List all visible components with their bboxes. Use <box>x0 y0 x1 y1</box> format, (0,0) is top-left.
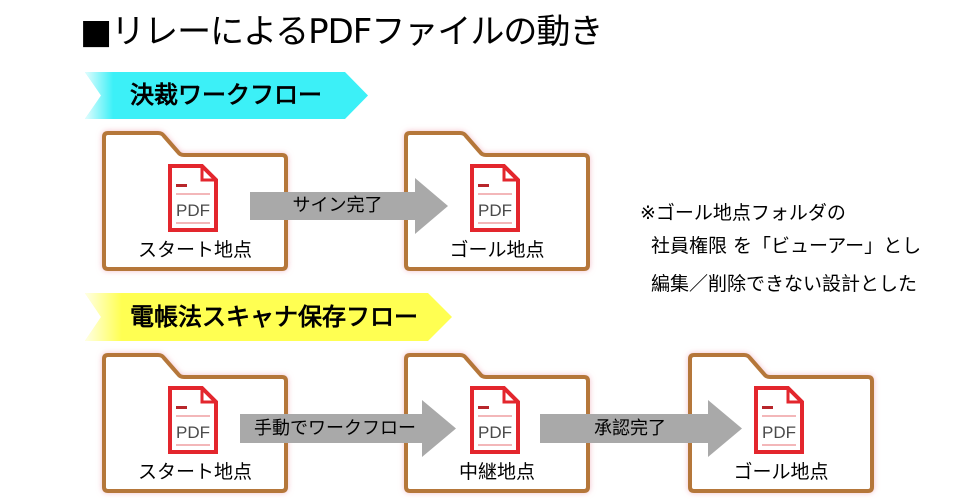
flow-banner-scanner: 電帳法スキャナ保存フロー <box>85 293 452 341</box>
pdf-file-icon: PDF <box>167 385 219 455</box>
pdf-file-icon: PDF <box>167 163 219 233</box>
pdf-file-icon: PDF <box>469 385 521 455</box>
arrow-label-approval-complete: 承認完了 <box>594 418 666 439</box>
pdf-file-icon: PDF <box>753 385 805 455</box>
folder-goal: PDF ゴール地点 <box>688 353 874 493</box>
right-arrow-icon <box>250 178 448 234</box>
pdf-icon-label: PDF <box>176 423 210 442</box>
flow-banner-approval: 決裁ワークフロー <box>85 72 368 119</box>
right-arrow-icon <box>540 400 742 457</box>
right-arrow-icon <box>240 400 456 457</box>
pdf-icon-label: PDF <box>478 201 512 220</box>
flow-arrow: 承認完了 <box>540 400 742 457</box>
pdf-icon-label: PDF <box>176 201 210 220</box>
note-line: 編集／削除できない設計とした <box>651 273 918 295</box>
flow-banner-label: 決裁ワークフロー <box>130 81 322 109</box>
note-line: ※ゴール地点フォルダの <box>640 202 846 224</box>
flow-arrow: 手動でワークフロー <box>240 400 456 457</box>
folder-label-goal: ゴール地点 <box>733 461 829 483</box>
pdf-file-icon: PDF <box>469 163 521 233</box>
note-line: 社員権限 を「ビューアー」とし <box>651 235 922 257</box>
arrow-label-sign-complete: サイン完了 <box>292 195 383 216</box>
folder-label-start: スタート地点 <box>137 461 252 483</box>
folder-label-start: スタート地点 <box>137 239 252 261</box>
folder-goal: PDF ゴール地点 <box>404 131 590 271</box>
folder-start: PDF スタート地点 <box>102 131 288 271</box>
pdf-icon-label: PDF <box>762 423 796 442</box>
folder-relay: PDF 中継地点 <box>404 353 590 493</box>
folder-start: PDF スタート地点 <box>102 353 288 493</box>
flow-arrow: サイン完了 <box>250 178 448 234</box>
pdf-icon-label: PDF <box>478 423 512 442</box>
arrow-label-manual-workflow: 手動でワークフロー <box>254 418 416 439</box>
flow-banner-label: 電帳法スキャナ保存フロー <box>130 303 418 331</box>
slide-title: ■リレーによるPDFファイルの動き <box>80 12 603 52</box>
folder-label-relay: 中継地点 <box>458 461 535 483</box>
folder-label-goal: ゴール地点 <box>449 239 545 261</box>
